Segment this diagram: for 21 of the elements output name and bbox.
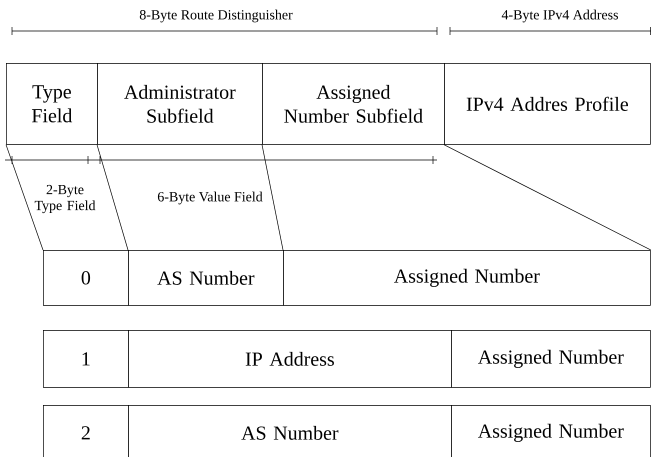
row-cell: AS Number: [128, 250, 284, 306]
row-cell: 1: [43, 330, 129, 388]
expansion-line: [444, 144, 651, 250]
field-cell: Assigned Number Subfield: [262, 63, 445, 145]
dimension-label: 6-Byte Value Field: [158, 192, 263, 204]
expansion-line: [96, 144, 128, 250]
row-cell: IP Address: [128, 330, 452, 388]
row-cell: 0: [43, 250, 129, 306]
field-cell: IPv4 Addres Profile: [444, 63, 651, 145]
field-cell: Type Field: [6, 63, 98, 145]
row-cell: Assigned Number: [451, 330, 651, 388]
row-cell: 2: [43, 404, 129, 457]
expansion-line: [6, 144, 44, 250]
row-cell: Assigned Number: [283, 250, 651, 306]
dimension-label: 8-Byte Route Distinguisher: [140, 10, 293, 22]
dimension-label: 2-Byte Type Field: [34, 184, 96, 214]
expansion-line: [262, 144, 284, 250]
row-cell: Assigned Number: [451, 404, 651, 457]
dimension-label: 4-Byte IPv4 Address: [502, 10, 618, 22]
row-cell: AS Number: [128, 404, 452, 457]
field-cell: Administrator Subfield: [97, 63, 263, 145]
